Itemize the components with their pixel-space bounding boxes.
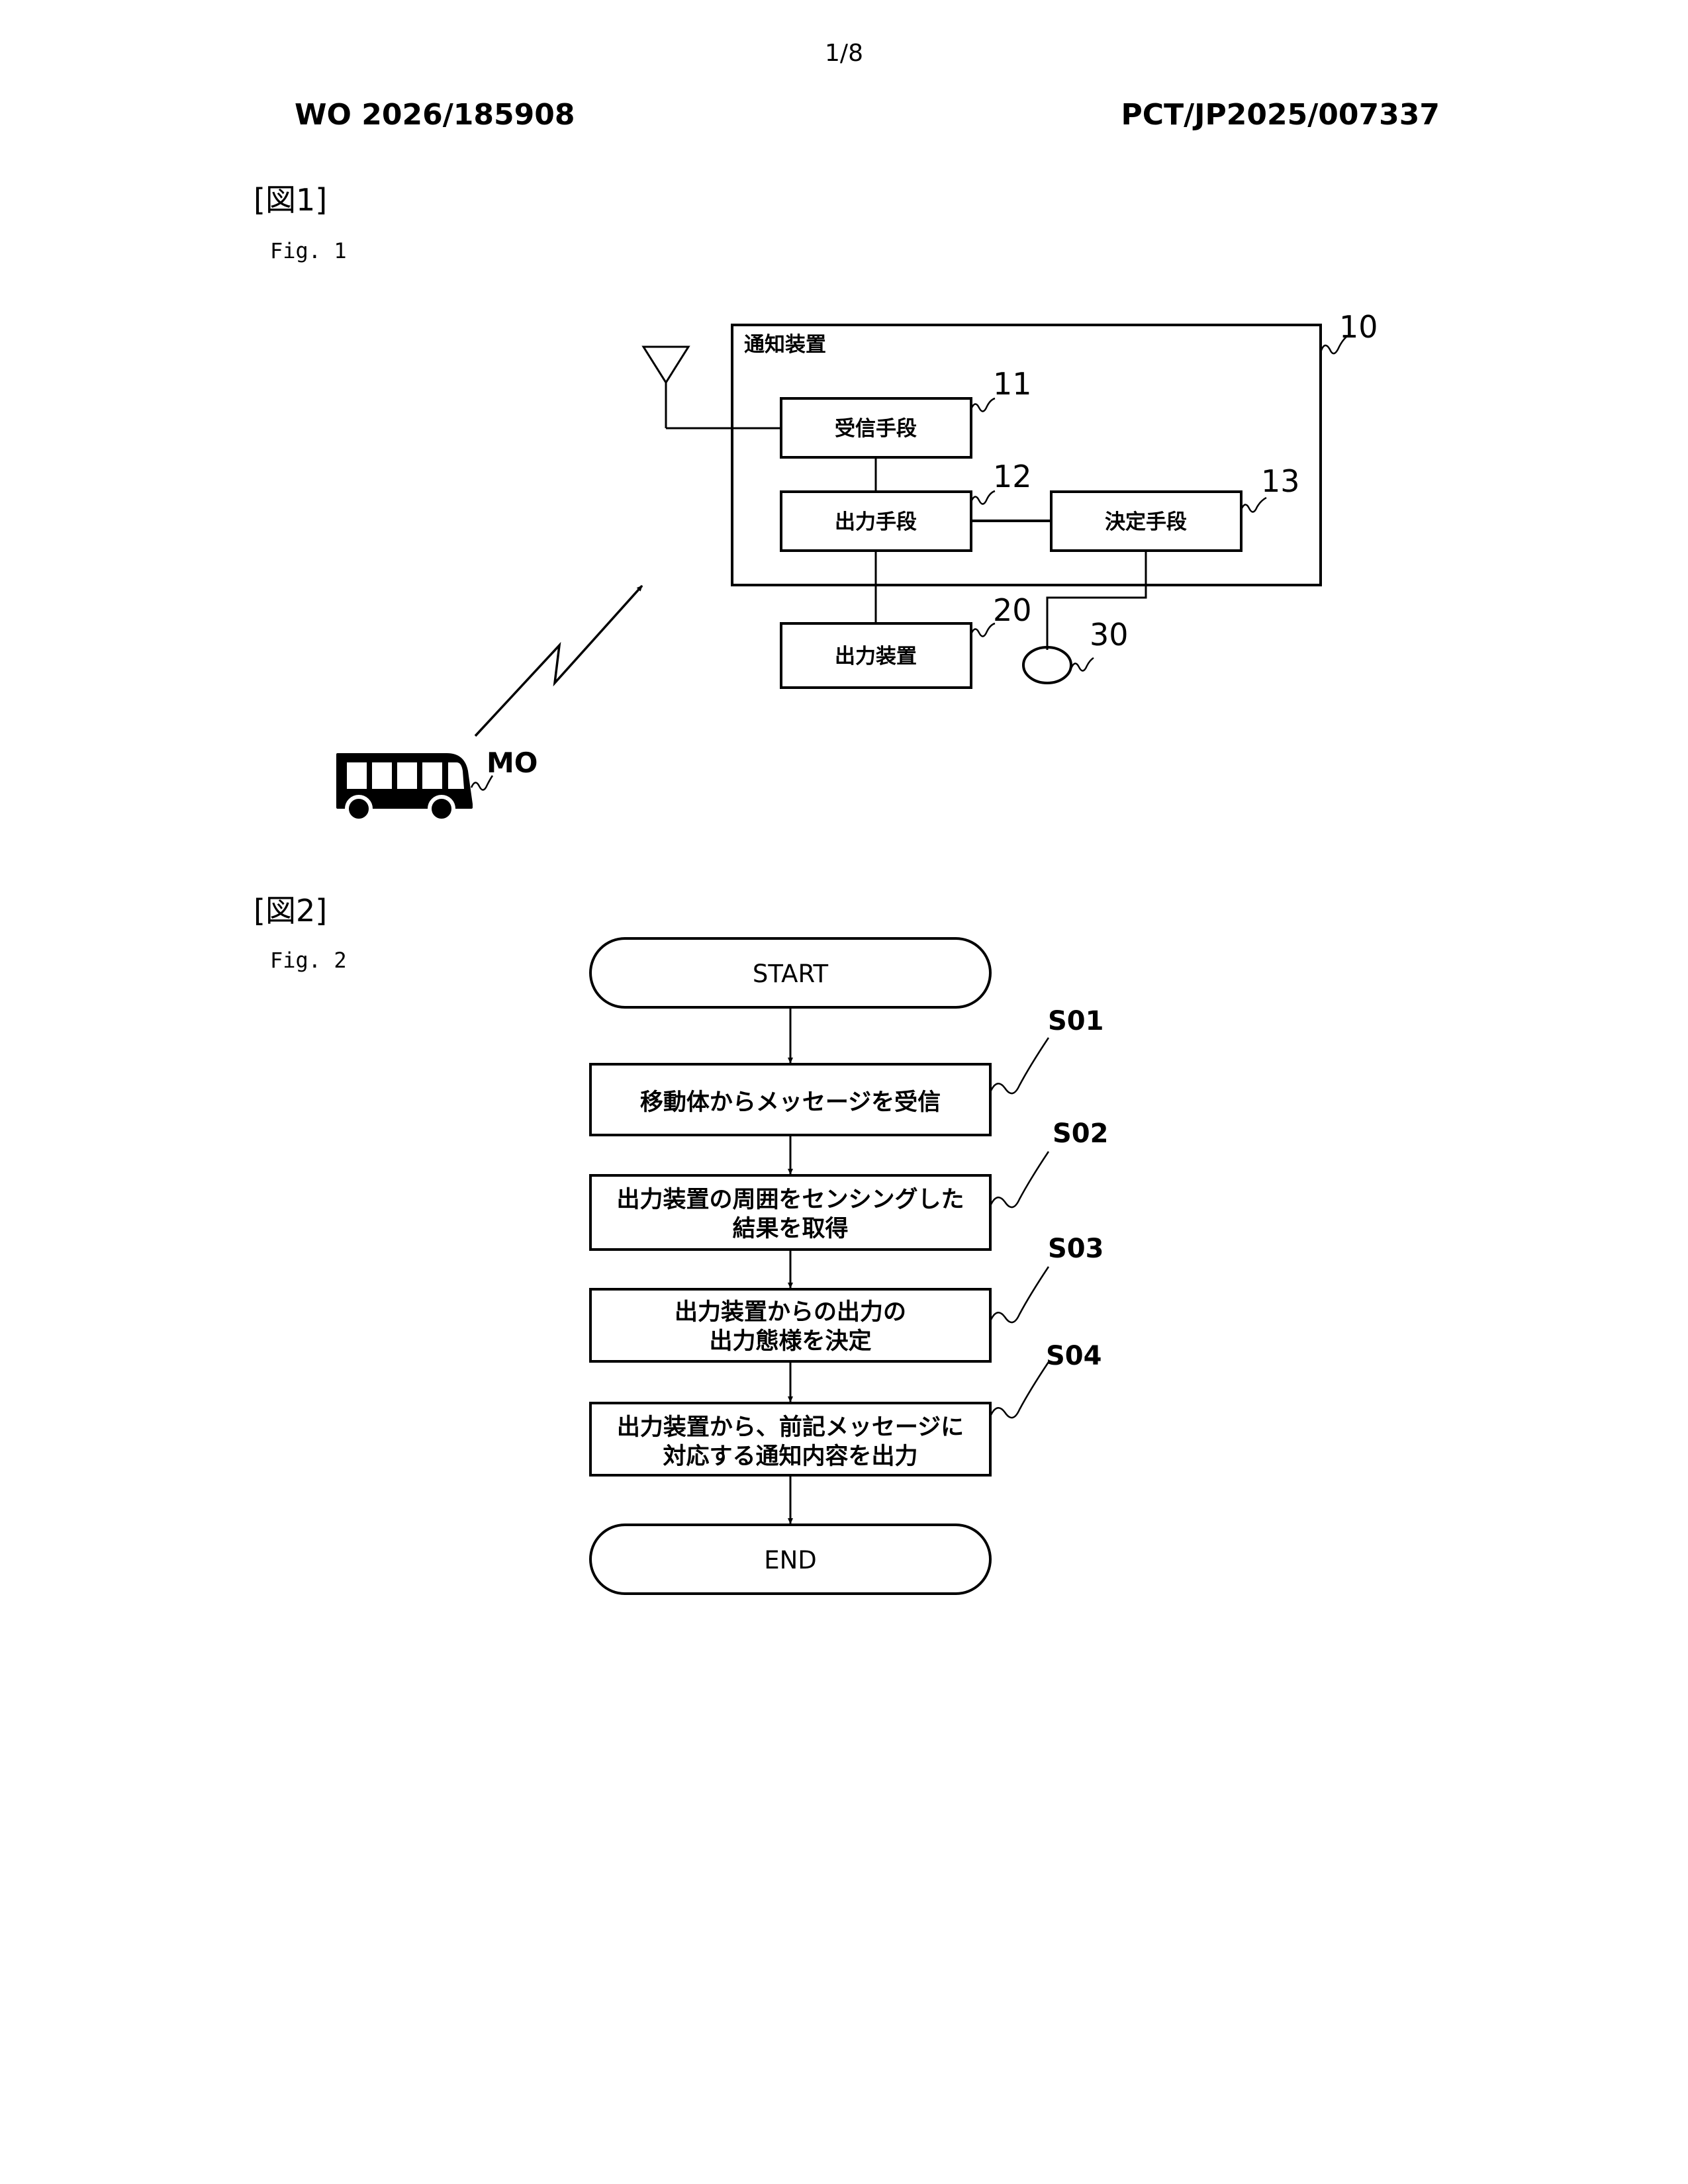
leader-s01: [990, 1038, 1049, 1093]
notification-device-box: [732, 325, 1321, 585]
output-device-label: 出力装置: [835, 645, 917, 668]
step-s02-line1: 出力装置の周囲をセンシングした: [616, 1187, 964, 1213]
leader-s03: [990, 1267, 1049, 1322]
application-number: PCT/JP2025/007337: [1121, 98, 1440, 132]
determining-means-label: 決定手段: [1105, 510, 1187, 534]
ref-20: 20: [993, 592, 1032, 628]
notification-device-label: 通知装置: [744, 333, 826, 357]
step-s03-line1: 出力装置からの出力の: [675, 1299, 906, 1326]
ref-12: 12: [993, 459, 1032, 494]
receiving-means-label: 受信手段: [835, 417, 917, 441]
wireless-signal-icon: [475, 586, 642, 736]
step-s03-line2: 出力態様を決定: [709, 1328, 871, 1355]
antenna-icon: [643, 347, 781, 428]
ref-13: 13: [1261, 463, 1300, 499]
fig1-label: Fig. 1: [270, 238, 347, 263]
leader-s02: [990, 1152, 1049, 1207]
leader-20: [971, 623, 995, 637]
leader-s04: [990, 1362, 1049, 1418]
leader-12: [971, 491, 995, 504]
step-s01-text: 移動体からメッセージを受信: [640, 1089, 941, 1116]
fig2-label: Fig. 2: [270, 948, 347, 973]
fig1-bracket-label: [図1]: [254, 182, 327, 218]
step-s04-id: S04: [1046, 1341, 1102, 1371]
ref-30: 30: [1090, 617, 1129, 653]
step-s01-id: S01: [1048, 1006, 1103, 1036]
step-s03-id: S03: [1048, 1234, 1103, 1264]
page-number: 1/8: [825, 40, 863, 67]
step-s04-line2: 対応する通知内容を出力: [663, 1443, 917, 1470]
step-s02-id: S02: [1053, 1118, 1108, 1149]
publication-number: WO 2026/185908: [295, 98, 575, 132]
ref-mo: MO: [487, 747, 538, 779]
output-means-label: 出力手段: [835, 510, 917, 534]
leader-13: [1241, 498, 1266, 512]
step-s04-line1: 出力装置から、前記メッセージに: [617, 1414, 964, 1441]
start-label: START: [753, 960, 829, 988]
bus-icon: [338, 754, 471, 821]
fig2-bracket-label: [図2]: [254, 893, 327, 929]
sensor-icon: [1023, 647, 1071, 683]
figure-2: [図2] Fig. 2 START 移動体からメッセージを受信 S01 出力装置…: [254, 893, 1108, 1594]
step-s02-line2: 結果を取得: [732, 1216, 848, 1242]
ref-10: 10: [1339, 309, 1378, 345]
ref-11: 11: [993, 366, 1032, 402]
leader-11: [971, 398, 995, 412]
figure-1: [図1] Fig. 1 通知装置 10 受信手段 11 出力手段 12 決定手段…: [254, 182, 1378, 821]
leader-30: [1071, 658, 1094, 671]
end-label: END: [764, 1546, 817, 1574]
